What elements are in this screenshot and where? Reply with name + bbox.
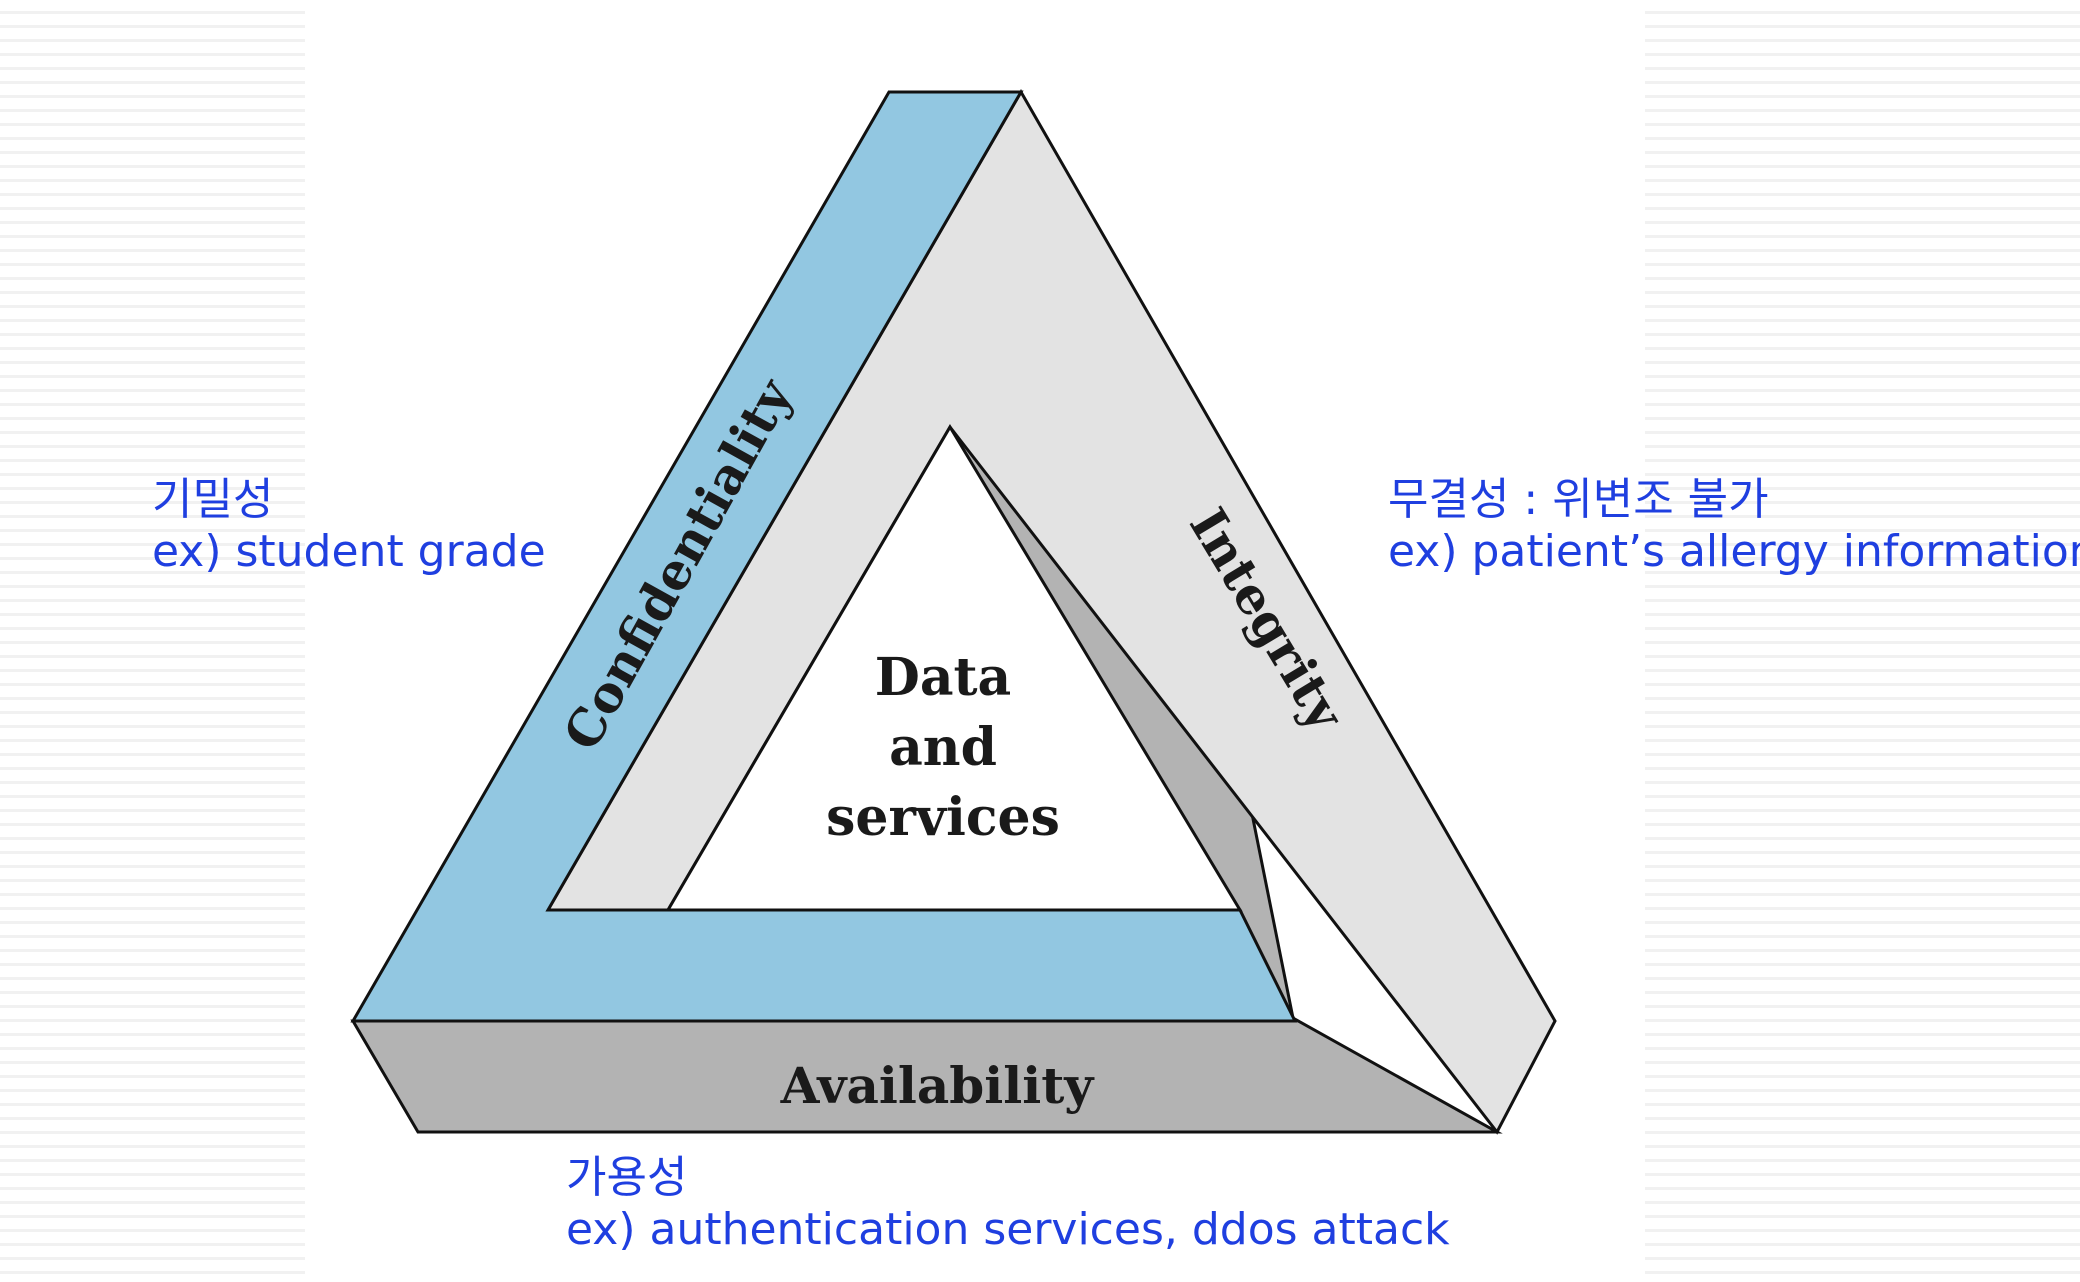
striped-background-left bbox=[0, 0, 305, 1282]
availability-korean-label: 가용성 bbox=[566, 1152, 688, 1203]
confidentiality-annotation: 기밀성 ex) student grade bbox=[152, 474, 546, 578]
center-label-line-3: services bbox=[826, 787, 1060, 848]
data-and-services-center bbox=[665, 424, 1243, 912]
integrity-korean-label: 무결성 : 위변조 불가 bbox=[1388, 474, 1769, 525]
center-label-line-1: Data bbox=[875, 647, 1012, 708]
integrity-example: ex) patient’s allergy information bbox=[1388, 526, 2080, 577]
striped-background-right bbox=[1645, 0, 2080, 1282]
availability-annotation: 가용성 ex) authentication services, ddos at… bbox=[566, 1152, 1450, 1256]
center-label-line-2: and bbox=[889, 717, 997, 778]
availability-label: Availability bbox=[780, 1056, 1096, 1115]
confidentiality-example: ex) student grade bbox=[152, 526, 546, 577]
integrity-annotation: 무결성 : 위변조 불가 ex) patient’s allergy infor… bbox=[1388, 474, 2080, 578]
confidentiality-korean-label: 기밀성 bbox=[152, 474, 274, 525]
availability-example: ex) authentication services, ddos attack bbox=[566, 1204, 1450, 1255]
